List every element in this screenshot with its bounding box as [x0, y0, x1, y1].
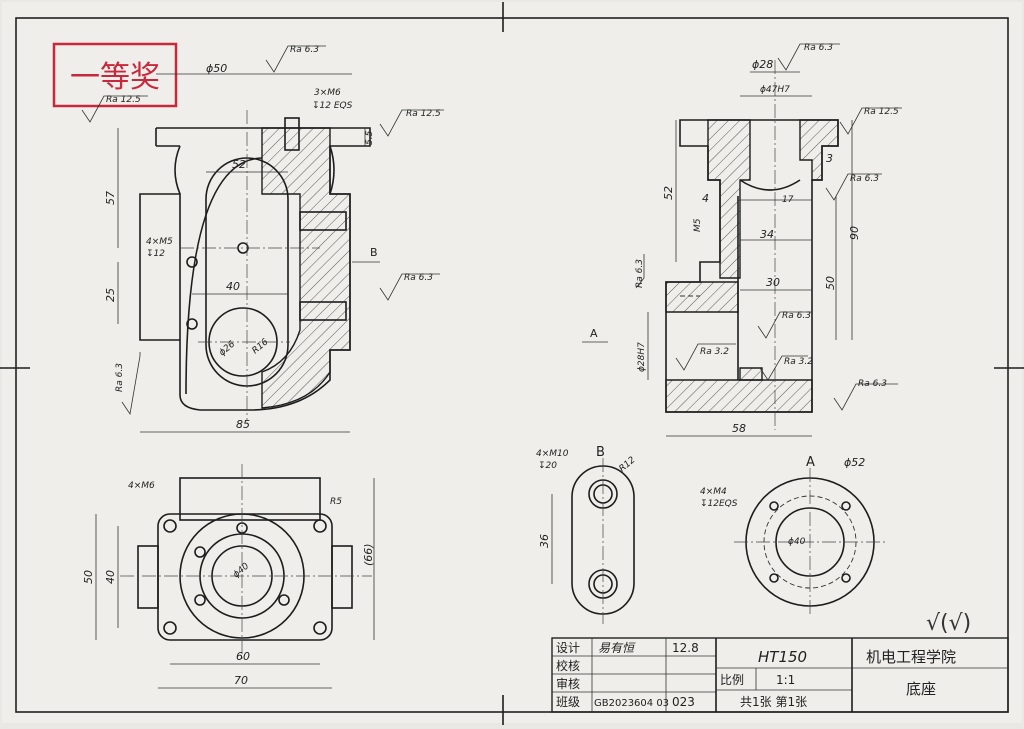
side-dim-90: 90 — [848, 226, 861, 240]
tb-class-num: 023 — [672, 695, 695, 709]
side-ra-6-3-left: Ra 6.3 — [635, 259, 645, 288]
tb-scale-label: 比例 — [720, 673, 744, 687]
side-dim-34: 34 — [760, 228, 774, 241]
corner-hole-icon — [313, 621, 327, 635]
corner-hole-icon — [163, 621, 177, 635]
side-dim-52: 52 — [662, 186, 675, 200]
top-dim-4xm6: 4×M6 — [128, 481, 155, 491]
ra-12-5-right: Ra 12.5 — [406, 109, 441, 119]
top-view: 4×M6 R5 (66) 50 40 ϕ40 60 70 — [82, 464, 375, 689]
view-a-label: A — [806, 455, 815, 470]
dim-25: 25 — [104, 288, 117, 302]
side-ra-6-3-bottom: Ra 6.3 — [858, 379, 887, 389]
view-b-depth: ↧20 — [538, 461, 557, 471]
view-a-arrow-label: A — [590, 327, 598, 340]
view-b-arrow-label: B — [370, 246, 378, 259]
tb-school: 机电工程学院 — [866, 648, 956, 666]
side-ra-6-3-a: Ra 6.3 — [850, 174, 879, 184]
dim-12: ↧12 — [146, 249, 165, 259]
front-view: ϕ50 3×M6 ↧12 EQS 5.5 52 57 4×M5 ↧12 25 4… — [81, 45, 444, 433]
dim-d50: ϕ50 — [206, 62, 227, 75]
dim-40: 40 — [226, 280, 240, 293]
side-dim-3: 3 — [826, 152, 833, 165]
ra-6-3-b: Ra 6.3 — [404, 273, 433, 283]
title-block: 设计 易有恒 12.8 校核 审核 班级 GB2023604 03 023 HT… — [551, 637, 1009, 713]
tb-material: HT150 — [758, 648, 807, 666]
view-a-holes: 4×M4 — [700, 487, 727, 497]
view-a: A ϕ52 4×M4 ↧12EQS ϕ40 — [700, 455, 886, 616]
tb-designer: 易有恒 — [598, 641, 636, 655]
side-dim-d28h7: ϕ28H7 — [637, 342, 647, 372]
side-ra-3-2-a: Ra 3.2 — [700, 347, 729, 357]
top-dim-50: 50 — [82, 570, 95, 584]
view-a-d40: ϕ40 — [788, 537, 806, 547]
corner-hole-icon — [163, 519, 177, 533]
general-roughness-symbol: √(√) — [926, 611, 971, 636]
tb-sheets: 共1张 第1张 — [740, 695, 807, 709]
dim-52: 52 — [232, 158, 246, 171]
view-a-depth: ↧12EQS — [700, 499, 738, 509]
tb-class-label: 班级 — [556, 695, 580, 709]
side-view: ϕ28 ϕ47H7 52 3 4 17 M5 34 90 30 50 ϕ28H7… — [582, 43, 902, 437]
award-stamp-text: 一等奖 — [70, 60, 160, 95]
side-dim-m5: M5 — [693, 218, 703, 232]
dim-12eqs: ↧12 EQS — [312, 101, 353, 111]
tb-design-date: 12.8 — [672, 641, 699, 655]
ra-12-5-topleft: Ra 12.5 — [106, 95, 141, 105]
top-dim-r5: R5 — [330, 497, 342, 507]
tb-review-label: 审核 — [556, 676, 580, 691]
tapped-hole-icon — [186, 318, 198, 330]
side-ra-12-5: Ra 12.5 — [864, 107, 899, 117]
top-dim-40: 40 — [104, 570, 117, 584]
side-dim-30: 30 — [766, 276, 780, 289]
side-dim-d28: ϕ28 — [752, 58, 773, 71]
dim-55: 5.5 — [365, 130, 375, 145]
view-a-d52: ϕ52 — [844, 456, 865, 469]
tapped-hole-icon — [186, 256, 198, 268]
dim-57: 57 — [104, 191, 117, 205]
tb-design-label: 设计 — [556, 641, 580, 655]
side-dim-50: 50 — [824, 276, 837, 290]
tb-check-label: 校核 — [556, 658, 580, 673]
corner-hole-icon — [313, 519, 327, 533]
view-b-label: B — [596, 445, 605, 460]
tb-scale-value: 1:1 — [776, 673, 795, 687]
side-dim-4: 4 — [702, 192, 709, 205]
top-dim-66: (66) — [362, 543, 375, 566]
tb-class-value: GB2023604 03 — [594, 698, 669, 709]
top-dim-60: 60 — [236, 650, 250, 663]
dim-85: 85 — [236, 418, 250, 431]
front-section-hatch — [261, 127, 351, 409]
tb-part-name: 底座 — [906, 680, 936, 698]
side-dim-d47h7: ϕ47H7 — [760, 85, 790, 95]
side-dim-58: 58 — [732, 422, 746, 435]
drawing-frame — [15, 17, 1009, 713]
dim-3xm6: 3×M6 — [314, 88, 341, 98]
side-ra-3-2-b: Ra 3.2 — [784, 357, 813, 367]
award-stamp: 一等奖 — [52, 42, 178, 108]
side-ra-6-3-mid: Ra 6.3 — [782, 311, 811, 321]
side-ra-6-3-top: Ra 6.3 — [804, 43, 833, 53]
view-b-holes: 4×M10 — [536, 449, 569, 459]
top-dim-70: 70 — [234, 674, 248, 687]
view-b-dim-36: 36 — [538, 534, 551, 548]
ra-6-3-left: Ra 6.3 — [115, 363, 125, 392]
ra-6-3-top: Ra 6.3 — [290, 45, 319, 55]
dim-4xm5: 4×M5 — [146, 237, 173, 247]
side-dim-17: 17 — [782, 195, 794, 205]
